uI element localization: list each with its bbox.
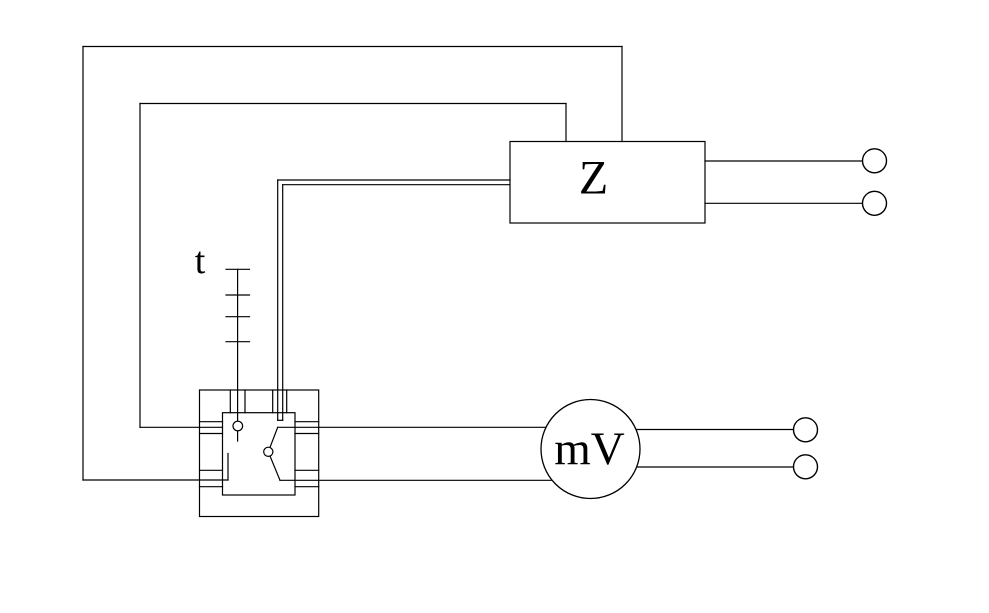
millivoltmeter-label: mV <box>554 423 625 475</box>
compensation-lead-pair <box>277 179 511 421</box>
mv-terminal-top <box>792 417 819 443</box>
thermocouple-contact-circle <box>232 420 244 432</box>
millivoltmeter-dial <box>540 398 641 500</box>
switch-pivot-circle <box>263 446 274 457</box>
mv-terminal-bottom <box>792 454 819 480</box>
impedance-box-label: Z <box>579 152 608 205</box>
switch-box-inner-wall <box>221 412 296 496</box>
inner-wire-loop <box>139 102 567 428</box>
switch-box-outer-wall <box>198 389 320 518</box>
millivoltmeter <box>540 398 641 500</box>
temperature-label: t <box>195 240 206 282</box>
junction-switch-box <box>198 389 320 518</box>
output-terminals <box>792 148 888 480</box>
impedance-box-outline <box>509 140 706 224</box>
meter-input-leads <box>277 426 591 481</box>
z-terminal-top <box>861 148 888 174</box>
thermometer-symbol <box>225 268 251 442</box>
outer-wire-loop <box>82 45 623 481</box>
diagram-strokes: Z t mV <box>82 45 888 518</box>
impedance-box <box>509 140 875 224</box>
z-terminal-bottom <box>861 190 888 217</box>
